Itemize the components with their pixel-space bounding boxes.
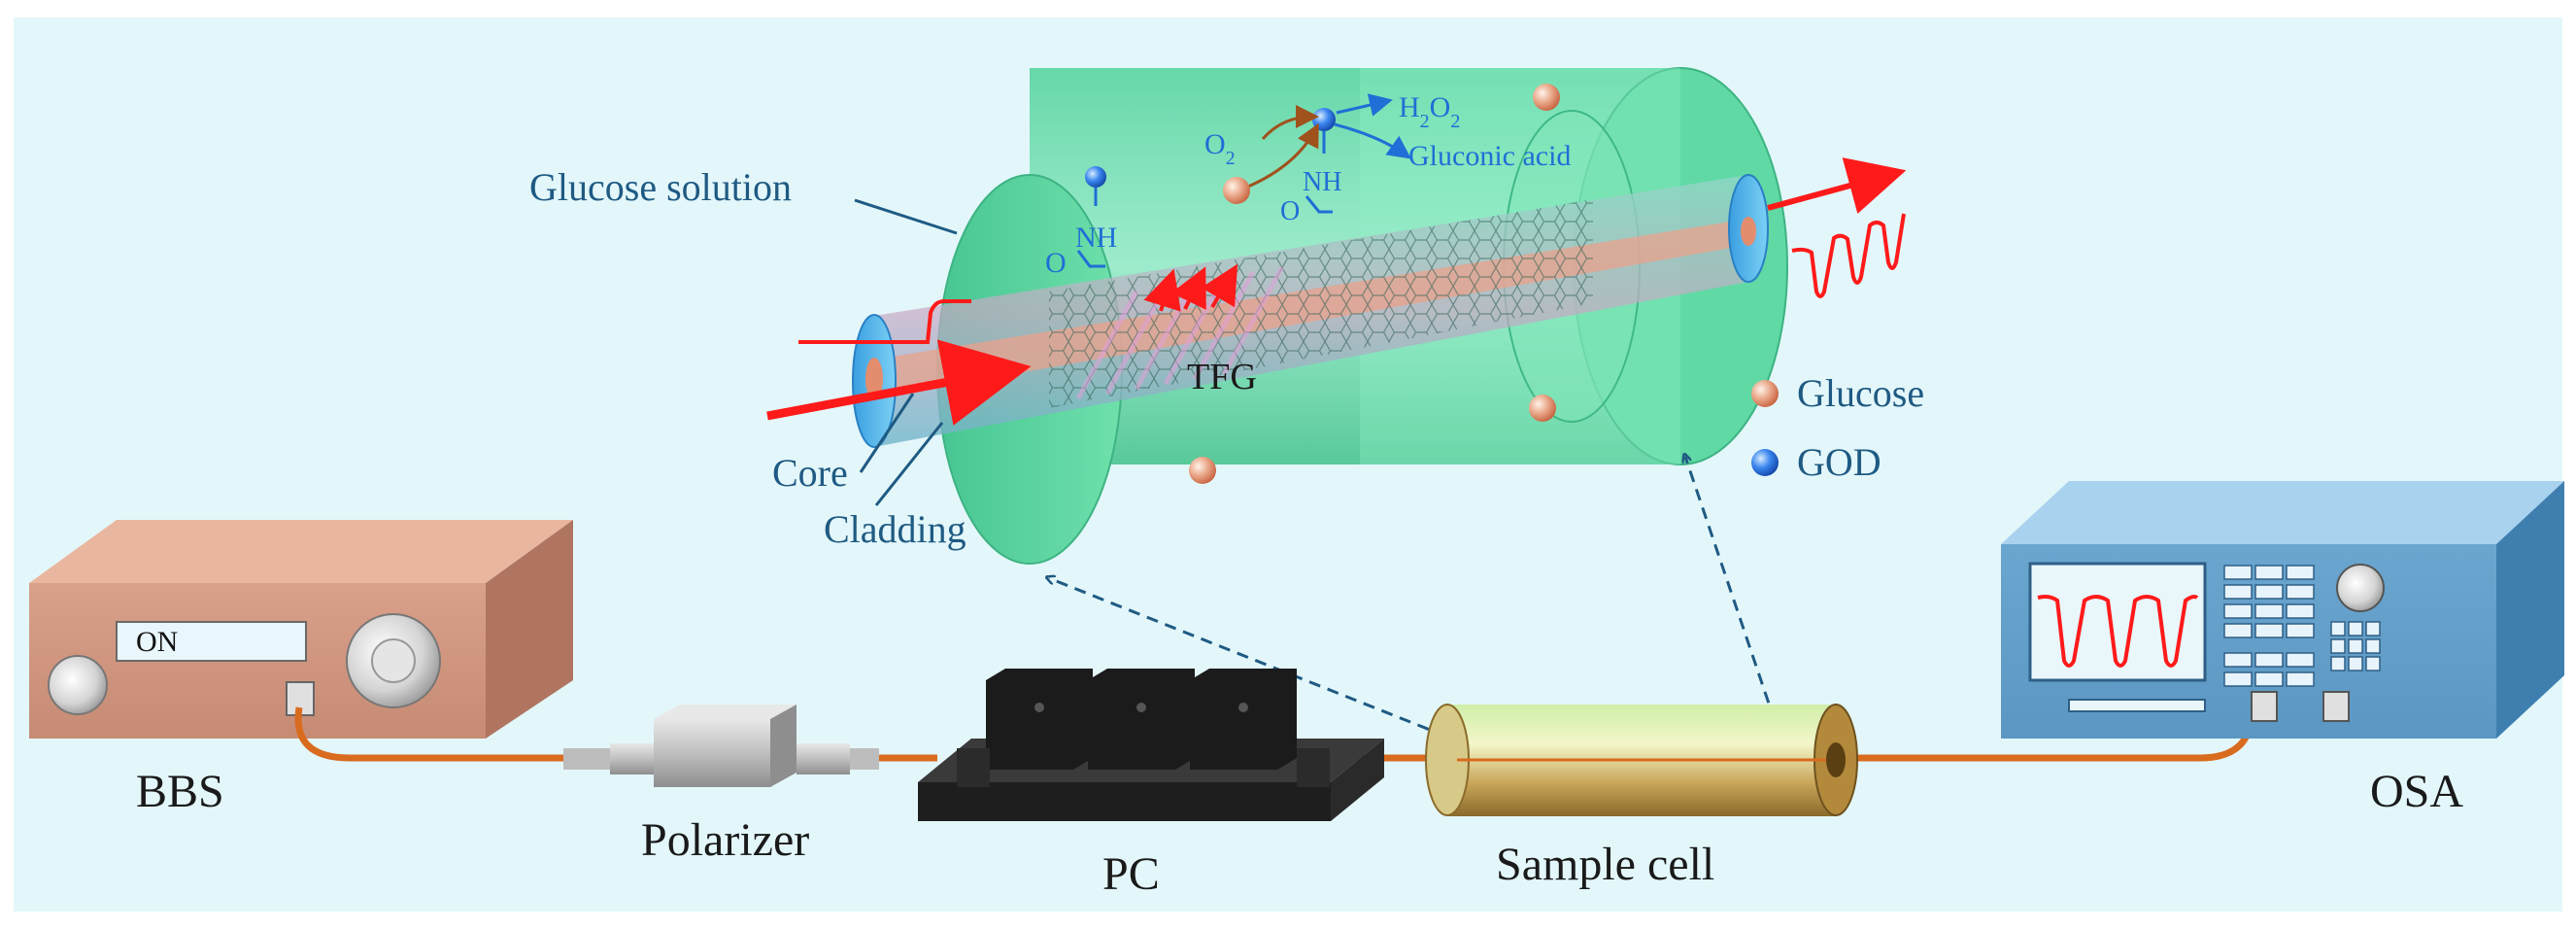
glucose-molecule <box>1529 395 1556 422</box>
polarizer-right-ferrule <box>850 748 879 770</box>
label-nh-left: NH <box>1075 222 1117 254</box>
bbs-display <box>116 621 307 662</box>
label-o2: O2 <box>1204 128 1236 169</box>
osa-slot <box>2068 699 2206 712</box>
amide-bond-top <box>1305 195 1333 214</box>
pc-clamp-right <box>1297 748 1330 787</box>
legend-glucose-label: Glucose <box>1797 371 1924 415</box>
legend-glucose-marker <box>1751 380 1779 407</box>
glucose-molecule <box>1533 84 1560 111</box>
h2o2-arrow <box>1336 93 1393 117</box>
bbs-light-source: ON <box>29 520 573 739</box>
polarizer-left-ferrule <box>563 748 610 770</box>
label-cladding: Cladding <box>824 507 966 551</box>
graphene-coating <box>1049 199 1593 408</box>
osa-side-face <box>2496 481 2564 739</box>
glucose-arrow <box>1247 122 1319 189</box>
bbs-top-face <box>29 520 573 583</box>
leader-cladding <box>874 422 944 506</box>
polarization-controller <box>918 669 1384 821</box>
optical-fiber <box>852 174 1769 448</box>
pc-screw <box>1238 703 1248 712</box>
osa-aux-port <box>2322 691 2350 722</box>
label-tfg: TFG <box>1187 357 1257 397</box>
evanescent-arrows <box>1143 263 1238 312</box>
fiber-back-core <box>1741 217 1756 246</box>
pc-clamp-left <box>957 748 990 787</box>
pc-paddle-1 <box>986 669 1093 770</box>
label-polarizer: Polarizer <box>641 814 809 866</box>
zoom-line-left <box>1049 578 1502 760</box>
polarizer-side <box>770 705 797 787</box>
bbs-display-text: ON <box>136 626 178 658</box>
fiber-link-bbs <box>294 706 583 762</box>
evanescent-arrow-3 <box>1201 263 1238 309</box>
label-o-left: O <box>1045 247 1067 279</box>
polarizer <box>563 705 879 787</box>
input-light-arrow <box>766 339 1032 426</box>
bbs-left-knob <box>48 655 108 715</box>
label-gluconic-acid: Gluconic acid <box>1408 140 1571 172</box>
label-glucose-solution: Glucose solution <box>529 165 792 209</box>
osa-screen-spectrum <box>2037 595 2199 668</box>
polarizer-body <box>654 719 770 787</box>
pc-paddle-2 <box>1088 669 1195 770</box>
glucose-molecule <box>1223 177 1250 204</box>
sample-cell-right-port <box>1826 742 1846 777</box>
o2-arrow <box>1261 105 1319 140</box>
label-pc: PC <box>1102 848 1160 900</box>
pc-paddle-3 <box>1190 669 1297 770</box>
polarizer-left-connector <box>610 743 654 774</box>
amide-bond-left <box>1076 250 1105 268</box>
pc-paddles <box>986 669 1297 770</box>
label-h2o2: H2O2 <box>1399 91 1460 132</box>
label-osa: OSA <box>2370 766 2463 817</box>
polarizer-right-connector <box>797 743 850 774</box>
god-molecule-top <box>1312 108 1336 131</box>
output-light-arrow <box>1767 157 1907 214</box>
pc-base-front <box>918 782 1331 821</box>
leader-glucose-solution <box>854 198 958 235</box>
label-bbs: BBS <box>136 766 224 817</box>
zoom-line-right <box>1685 457 1789 759</box>
evanescent-arrow-2 <box>1170 266 1206 310</box>
glucose-molecule <box>1189 457 1216 484</box>
legend: Glucose GOD <box>1751 371 1924 484</box>
pc-screw <box>1034 703 1044 712</box>
label-core: Core <box>772 451 848 495</box>
osa-input-port <box>2251 691 2278 722</box>
osa-keypad <box>2223 565 2381 687</box>
pc-base-side <box>1331 739 1384 821</box>
fiber-front-core <box>865 358 883 400</box>
osa-top-face <box>2001 481 2564 544</box>
label-o-top: O <box>1280 196 1300 226</box>
legend-god-marker <box>1751 449 1779 476</box>
output-spectrum-trace <box>1791 213 1906 298</box>
bbs-right-knob-center <box>371 638 416 683</box>
leader-core <box>859 393 915 473</box>
bbs-side-face <box>486 520 573 739</box>
input-spectrum-trace <box>798 299 971 344</box>
sample-cell <box>1425 704 1858 816</box>
osa-analyzer <box>2001 481 2564 739</box>
polarizer-top <box>654 705 797 719</box>
god-molecule-left <box>1085 166 1106 188</box>
gluconic-acid-arrow <box>1334 122 1411 159</box>
legend-god-label: GOD <box>1797 440 1881 484</box>
pc-screw <box>1136 703 1146 712</box>
osa-knob <box>2336 564 2385 612</box>
evanescent-arrow-1 <box>1143 268 1181 312</box>
label-sample-cell: Sample cell <box>1496 839 1714 890</box>
label-nh-top: NH <box>1303 167 1341 197</box>
